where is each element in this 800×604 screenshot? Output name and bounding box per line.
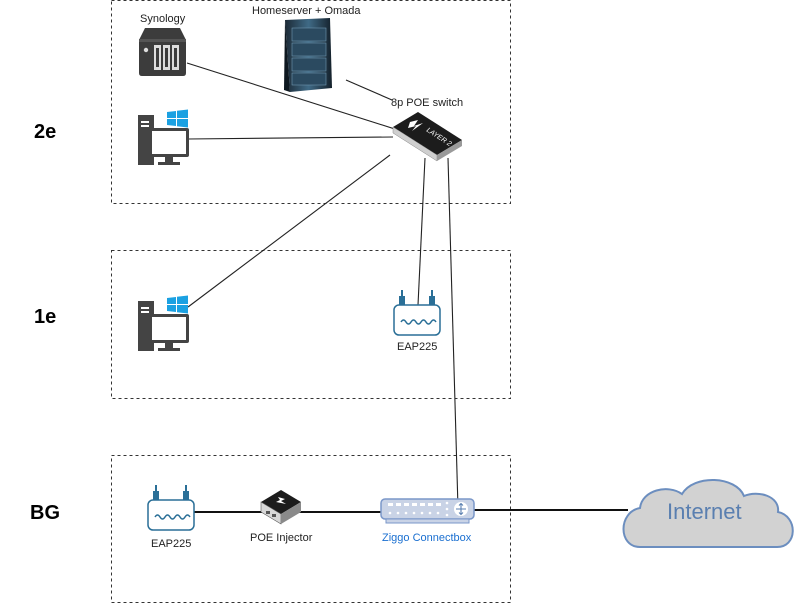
access-point-icon xyxy=(393,290,441,336)
internet-node[interactable]: Internet xyxy=(622,479,794,549)
synology-label: Synology xyxy=(140,13,186,25)
floor-label-1e: 1e xyxy=(34,306,56,328)
zone-1e xyxy=(111,250,511,399)
floor-label-bg: BG xyxy=(30,502,60,524)
cloud-icon xyxy=(622,479,794,549)
eap225-bg-label: EAP225 xyxy=(151,538,191,550)
link-connectbox-switch xyxy=(447,157,459,509)
connectbox-label: Ziggo Connectbox xyxy=(382,532,472,544)
link-synology-switch xyxy=(186,62,399,131)
nas-icon xyxy=(139,28,186,76)
connectbox-node[interactable]: Ziggo Connectbox xyxy=(380,498,475,544)
link-eap1e-switch xyxy=(417,157,426,306)
poe-injector-icon xyxy=(260,490,301,525)
poe-injector-label: POE Injector xyxy=(250,532,313,544)
windows-logo-icon xyxy=(167,109,188,128)
link-pc1e-switch xyxy=(187,154,391,308)
eap225-1e-label: EAP225 xyxy=(397,341,437,353)
poe-switch-node[interactable]: 8p POE switch LAYER 2 xyxy=(391,97,463,162)
poe-injector-node[interactable]: POE Injector xyxy=(250,490,313,544)
access-point-icon xyxy=(147,485,195,531)
windows-pc-icon xyxy=(138,109,189,165)
pc-2e-node[interactable] xyxy=(138,109,189,166)
layer2-switch-icon: LAYER 2 xyxy=(392,112,462,162)
server-rack-icon xyxy=(284,18,332,92)
eap225-bg-node[interactable]: EAP225 xyxy=(147,485,195,550)
links xyxy=(186,62,628,513)
link-homeserver-switch xyxy=(345,79,393,101)
link-pc2e-switch xyxy=(187,136,394,140)
zone-2e xyxy=(111,0,511,204)
windows-logo-icon xyxy=(167,295,188,314)
floor-label-2e: 2e xyxy=(34,121,56,143)
homeserver-node[interactable]: Homeserver + Omada xyxy=(252,5,361,92)
homeserver-label: Homeserver + Omada xyxy=(252,5,361,17)
eap225-1e-node[interactable]: EAP225 xyxy=(393,290,441,353)
poe-switch-label: 8p POE switch xyxy=(391,97,463,109)
synology-node[interactable]: Synology xyxy=(139,13,186,76)
internet-label: Internet xyxy=(667,499,742,524)
pc-1e-node[interactable] xyxy=(138,295,189,352)
windows-pc-icon xyxy=(138,295,189,351)
zone-bg xyxy=(111,455,511,603)
modem-router-icon xyxy=(380,498,475,524)
